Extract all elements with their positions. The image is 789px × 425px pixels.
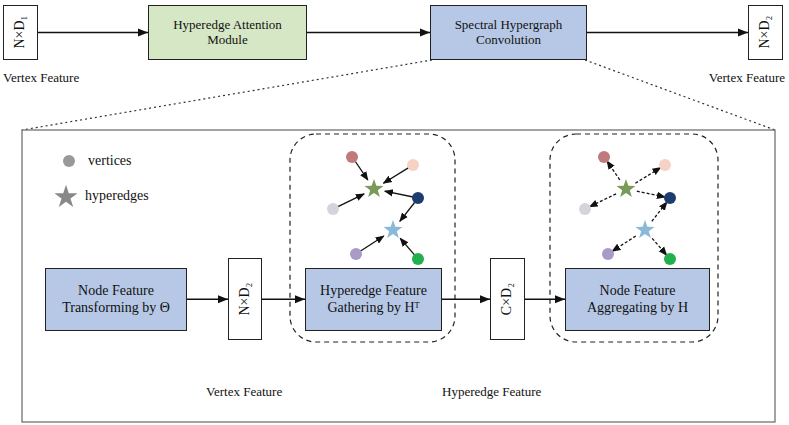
node-text: C×D₂ (499, 283, 515, 315)
feature-caption: Hyperedge Feature (442, 384, 541, 400)
gathering-vertices (327, 151, 424, 265)
aggregating-region (550, 134, 718, 342)
legend-text: hyperedges (85, 188, 149, 204)
detail-frame (22, 130, 775, 422)
node-text: N×D₁ (12, 16, 28, 49)
node-text: N×D₂ (237, 283, 253, 316)
process-box: Node Feature Aggregating by H (565, 268, 710, 331)
node-text: Spectral Hypergraph Convolution (431, 16, 586, 50)
node-text: N×D₂ (757, 16, 773, 49)
feature-matrix: N×D₂ (748, 5, 783, 60)
module-box: Spectral Hypergraph Convolution (430, 5, 587, 60)
gathering-region (290, 134, 455, 342)
legend-entry: vertices (58, 150, 132, 172)
flow-arrow (262, 299, 305, 300)
process-box: Hyperedge Feature Gathering by Hᵀ (305, 268, 442, 331)
node-text: Hyperedge Feature Gathering by Hᵀ (306, 281, 441, 317)
flow-arrow (38, 32, 148, 33)
node-text: Hyperedge Attention Module (149, 16, 306, 50)
legend-entry: hyperedges (55, 185, 149, 207)
feature-matrix: N×D₁ (3, 5, 38, 60)
legend-symbol (58, 150, 80, 172)
legend-symbol (55, 185, 77, 207)
node-text: Node Feature Transforming by Θ (46, 281, 186, 317)
flow-arrow (442, 299, 490, 300)
flow-arrow (307, 32, 430, 33)
feature-caption: Vertex Feature (206, 384, 282, 400)
flow-arrow (587, 32, 748, 33)
gathering-graph (338, 161, 416, 255)
node-text: Node Feature Aggregating by H (566, 281, 709, 317)
flow-arrow (525, 299, 565, 300)
aggregating-graph (579, 151, 676, 265)
feature-caption: Vertex Feature (709, 70, 785, 86)
zoom-leader (22, 60, 432, 130)
legend-text: vertices (88, 153, 132, 169)
process-box: Node Feature Transforming by Θ (45, 268, 187, 331)
feature-matrix: C×D₂ (490, 258, 525, 340)
flow-arrow (187, 299, 228, 300)
feature-caption: Vertex Feature (3, 70, 79, 86)
module-box: Hyperedge Attention Module (148, 5, 307, 60)
feature-matrix: N×D₂ (228, 258, 262, 340)
